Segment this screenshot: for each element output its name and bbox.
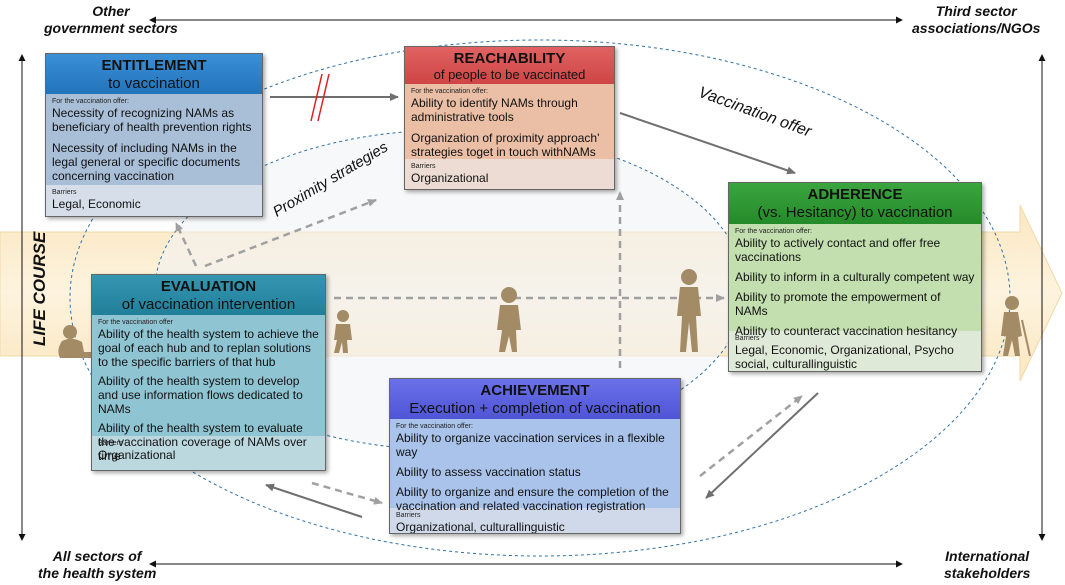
evaluation-item: Ability of the health system to evaluate… bbox=[98, 421, 307, 463]
evaluation-header: EVALUATION of vaccination intervention bbox=[92, 275, 325, 315]
achievement-item: Ability to organize vaccination services… bbox=[396, 431, 665, 459]
evaluation-title: EVALUATION bbox=[160, 278, 257, 295]
corner-label-bottom-right: International stakeholders bbox=[944, 548, 1030, 582]
entitlement-title: ENTITLEMENT bbox=[101, 57, 207, 74]
adherence-item: Ability to actively contact and offer fr… bbox=[735, 236, 941, 264]
entitlement-barriers-label: Barriers bbox=[52, 189, 77, 196]
adherence-header: ADHERENCE (vs. Hesitancy) to vaccination bbox=[729, 183, 981, 224]
life-course-label: LIFE COURSE bbox=[30, 231, 49, 346]
reachability-item: Ability to identify NAMs through adminis… bbox=[411, 96, 578, 124]
adherence-item: Ability to inform in a culturally compet… bbox=[735, 270, 975, 284]
reachability-item: Organization of proximity approach' stra… bbox=[411, 131, 600, 159]
toddler-figure bbox=[334, 310, 352, 353]
adherence-subtitle: (vs. Hesitancy) to vaccination bbox=[757, 204, 953, 221]
corner-top-left-line-2: government sectors bbox=[44, 20, 178, 36]
reachability-subtitle: of people to be vaccinated bbox=[433, 67, 586, 82]
corner-label-top-left: Other government sectors bbox=[44, 3, 178, 37]
elderly-figure bbox=[1001, 296, 1031, 357]
corner-bottom-left-line-1: All sectors of bbox=[52, 548, 142, 564]
adherence-item: Ability to promote the empowerment of NA… bbox=[735, 290, 941, 318]
reachability-offer-label: For the vaccination offer: bbox=[411, 88, 488, 95]
corner-label-top-right: Third sector associations/NGOs bbox=[912, 3, 1040, 37]
adherence-offer-label: For the vaccination offer: bbox=[735, 228, 812, 235]
evaluation-card: EVALUATION of vaccination intervention F… bbox=[91, 274, 326, 471]
evaluation-barriers-section: Barriers Organizational bbox=[92, 436, 325, 470]
corner-top-right-line-2: associations/NGOs bbox=[912, 20, 1041, 36]
reachability-barriers: Organizational bbox=[411, 171, 489, 185]
evaluation-item: Ability of the health system to achieve … bbox=[98, 327, 319, 369]
achievement-barriers: Organizational, culturallinguistic bbox=[396, 520, 565, 534]
break-mark-1 bbox=[310, 73, 323, 122]
reachability-card: REACHABILITY of people to be vaccinated … bbox=[404, 46, 615, 190]
adherence-barriers-label: Barriers bbox=[735, 335, 760, 342]
adherence-barriers: Legal, Economic, Organizational, Psycho … bbox=[735, 343, 954, 371]
adult-figure bbox=[497, 287, 521, 352]
arrow-achievement-evaluation bbox=[265, 483, 363, 518]
evaluation-offer-label: For the vaccination offer bbox=[98, 319, 173, 326]
achievement-item: Ability to assess vaccination status bbox=[396, 465, 581, 479]
corner-top-right-line-1: Third sector bbox=[935, 3, 1017, 19]
adherence-item: Ability to counteract vaccination hesita… bbox=[735, 324, 958, 338]
entitlement-barriers: Legal, Economic bbox=[52, 197, 141, 211]
corner-bottom-left-line-2: the health system bbox=[38, 565, 157, 581]
evaluation-offer-section: For the vaccination offer Ability of the… bbox=[92, 315, 325, 463]
evaluation-barriers-label: Barriers bbox=[98, 440, 123, 447]
entitlement-card: ENTITLEMENT to vaccination For the vacci… bbox=[45, 53, 263, 217]
baby-figure bbox=[58, 325, 92, 358]
entitlement-offer-label: For the vaccination offer: bbox=[52, 98, 129, 105]
adherence-offer-section: For the vaccination offer: Ability to ac… bbox=[729, 224, 981, 338]
adherence-barriers-section: Barriers Legal, Economic, Organizational… bbox=[729, 331, 981, 371]
reachability-barriers-label: Barriers bbox=[411, 163, 436, 170]
adherence-title: ADHERENCE bbox=[807, 186, 903, 203]
evaluation-barriers: Organizational bbox=[98, 448, 176, 462]
corner-label-bottom-left: All sectors of the health system bbox=[38, 548, 156, 582]
evaluation-item: Ability of the health system to develop … bbox=[98, 374, 303, 416]
reachability-header: REACHABILITY of people to be vaccinated bbox=[405, 47, 614, 84]
achievement-card: ACHIEVEMENT Execution + completion of va… bbox=[389, 378, 681, 534]
reachability-barriers-section: Barriers Organizational bbox=[405, 159, 614, 189]
reachability-title: REACHABILITY bbox=[453, 50, 566, 67]
corner-bottom-right-line-1: International bbox=[945, 548, 1030, 564]
corner-top-left-line-1: Other bbox=[92, 3, 130, 19]
entitlement-header: ENTITLEMENT to vaccination bbox=[46, 54, 262, 94]
older-adult-figure bbox=[677, 269, 701, 352]
reachability-offer-section: For the vaccination offer: Ability to id… bbox=[405, 84, 614, 159]
dashed-arrow-achievement-adherence bbox=[699, 395, 803, 477]
achievement-item: Ability to organize and ensure the compl… bbox=[396, 485, 669, 513]
evaluation-subtitle: of vaccination intervention bbox=[121, 296, 296, 313]
corner-bottom-right-line-2: stakeholders bbox=[944, 565, 1031, 581]
entitlement-subtitle: to vaccination bbox=[108, 75, 200, 92]
dashed-arrow-evaluation-achievement bbox=[311, 481, 383, 505]
achievement-header: ACHIEVEMENT Execution + completion of va… bbox=[390, 379, 680, 419]
adherence-card: ADHERENCE (vs. Hesitancy) to vaccination… bbox=[728, 182, 982, 372]
entitlement-barriers-section: Barriers Legal, Economic bbox=[46, 185, 262, 216]
entitlement-item: Necessity of including NAMs in the legal… bbox=[52, 141, 241, 183]
arrow-adherence-achievement bbox=[705, 392, 819, 499]
break-mark-2 bbox=[317, 73, 330, 122]
achievement-title: ACHIEVEMENT bbox=[480, 382, 590, 399]
arrow-reachability-adherence bbox=[619, 112, 796, 175]
achievement-barriers-section: Barriers Organizational, culturallinguis… bbox=[390, 508, 680, 534]
dashed-arrow-evaluation-entitlement bbox=[174, 222, 198, 267]
dashed-arrow-evaluation-proximity bbox=[204, 198, 377, 268]
achievement-offer-section: For the vaccination offer: Ability to or… bbox=[390, 419, 680, 513]
entitlement-offer-section: For the vaccination offer: Necessity of … bbox=[46, 94, 262, 185]
achievement-subtitle: Execution + completion of vaccination bbox=[409, 400, 661, 417]
entitlement-item: Necessity of recognizing NAMs as benefic… bbox=[52, 106, 252, 134]
achievement-offer-label: For the vaccination offer: bbox=[396, 423, 473, 430]
achievement-barriers-label: Barriers bbox=[396, 512, 421, 519]
